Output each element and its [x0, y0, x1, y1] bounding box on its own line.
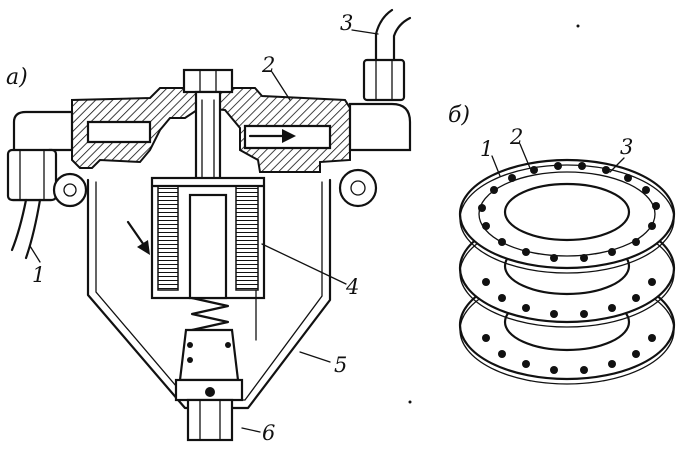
outlet-elbow [348, 102, 412, 152]
plate-bottom-holes [482, 334, 656, 374]
panel-a-label: а) [6, 65, 28, 90]
outlet-nut [362, 58, 406, 102]
element-core [188, 193, 228, 300]
callout-a-6: 6 [262, 421, 275, 445]
drain-plug-nut [186, 398, 234, 442]
filter-element-left-stack [157, 185, 179, 291]
top-bolt-head [182, 68, 234, 94]
plate-top-hole [503, 182, 631, 242]
callout-a-2: 2 [261, 53, 275, 77]
inlet-nut [6, 148, 58, 202]
outlet-pipe-b [392, 16, 412, 62]
inlet-pipe-a [10, 198, 28, 252]
outlet-pipe-a [374, 8, 394, 62]
callout-b-1: 1 [480, 137, 493, 161]
panel-b-label: б) [448, 103, 470, 128]
left-lug [52, 172, 88, 208]
flow-arrow-bowl [137, 240, 150, 255]
flow-arrow-head [282, 129, 296, 143]
filter-element-right-stack [235, 185, 259, 291]
panel-b-plates: б) 1 2 3 [448, 103, 676, 385]
callout-a-3: 3 [340, 11, 353, 35]
callout-a-5: 5 [334, 353, 347, 377]
head-channel-left [86, 120, 152, 144]
panel-a-filter: а) 1 2 3 4 5 6 [6, 8, 412, 445]
callout-a-4: 4 [345, 275, 359, 299]
callout-b-2: 2 [509, 125, 523, 149]
filter-head [71, 87, 351, 173]
drain-boss [178, 328, 240, 382]
plate-top-holes [478, 162, 660, 262]
callout-a-1: 1 [32, 263, 45, 287]
inlet-pipe-b [24, 198, 42, 260]
callout-b-3: 3 [620, 135, 633, 159]
plate-middle-holes [482, 278, 656, 318]
center-bolt [194, 90, 222, 194]
right-lug [338, 168, 378, 208]
